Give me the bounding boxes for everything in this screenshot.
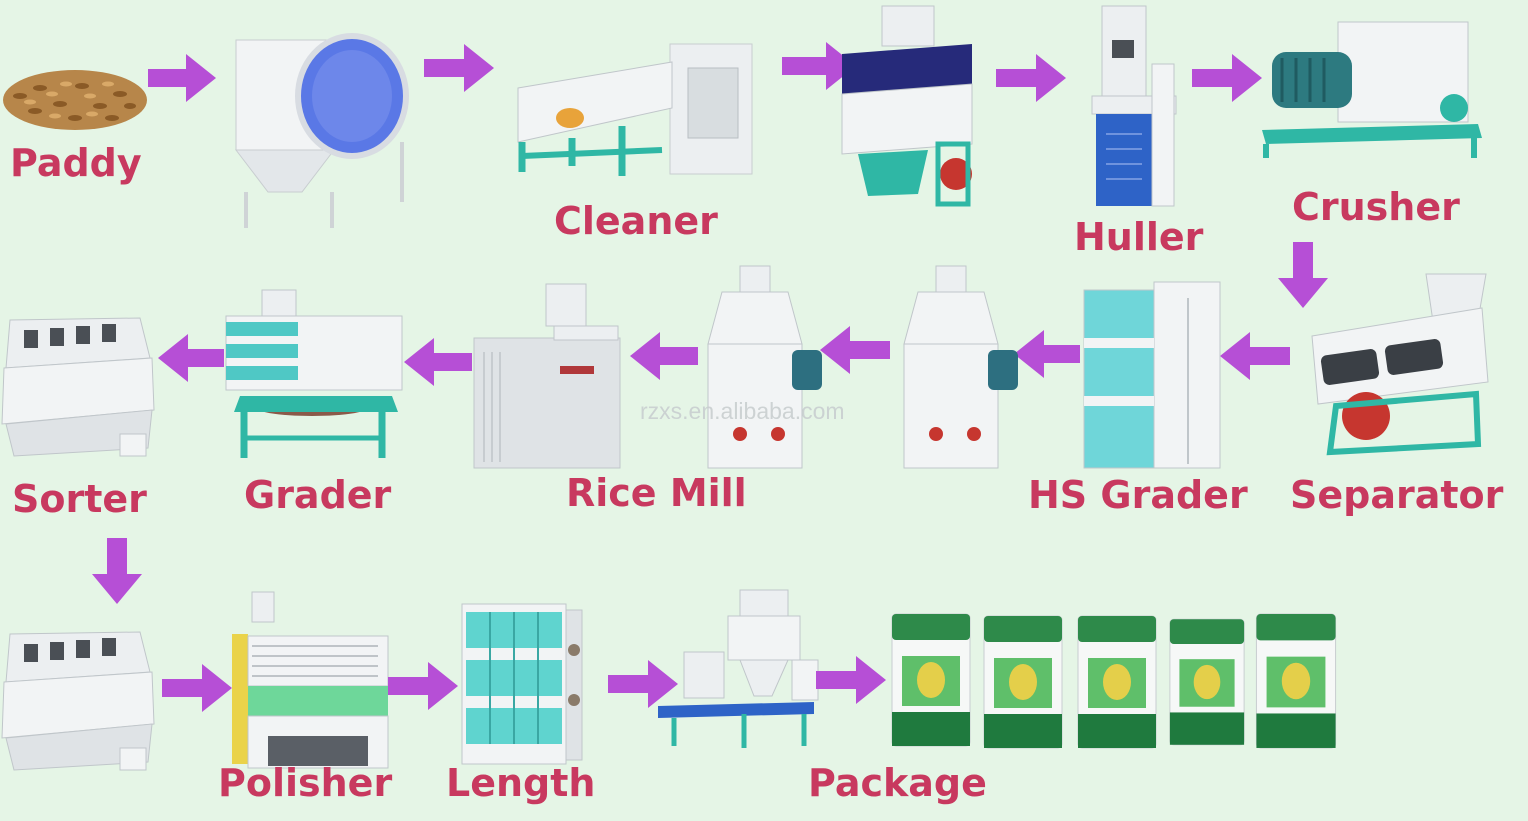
- arrow-right-icon: [782, 42, 856, 90]
- rice-whitener-machine-1: [707, 265, 822, 469]
- polisher-label: Polisher: [218, 761, 393, 805]
- destoner-machine: [841, 5, 973, 207]
- arrow-down-icon: [92, 538, 142, 604]
- huller-label: Huller: [1074, 215, 1204, 259]
- color-sorter-machine-1: [1, 317, 155, 457]
- paddy-label: Paddy: [10, 141, 142, 185]
- crusher-label: Crusher: [1292, 185, 1460, 229]
- rice-bag-image: [891, 613, 971, 747]
- arrow-left-icon: [820, 326, 890, 374]
- rice-bag-image: [983, 615, 1063, 749]
- package-label: Package: [808, 761, 987, 805]
- polisher-machine: [232, 591, 389, 769]
- length-label: Length: [446, 761, 596, 805]
- grader-machine: [225, 289, 403, 458]
- arrow-right-icon: [996, 54, 1066, 102]
- watermark-text: rzxs.en.alibaba.com: [640, 398, 845, 424]
- arrow-right-icon: [424, 44, 494, 92]
- hs-grader-label: HS Grader: [1028, 473, 1248, 517]
- arrow-right-icon: [816, 656, 886, 704]
- arrow-right-icon: [388, 662, 458, 710]
- cleaner-label: Cleaner: [554, 199, 718, 243]
- crusher-machine: [1262, 21, 1482, 158]
- arrow-left-icon: [1014, 330, 1080, 378]
- hs-grader-machine: [1083, 281, 1221, 469]
- arrow-right-icon: [162, 664, 232, 712]
- huller-machine: [1091, 5, 1177, 207]
- arrow-left-icon: [1220, 332, 1290, 380]
- rice-bag-image: [1077, 615, 1157, 749]
- separator-label: Separator: [1290, 473, 1504, 517]
- cleaner-machine: [517, 43, 753, 176]
- arrow-right-icon: [148, 54, 216, 102]
- arrow-down-icon: [1278, 242, 1328, 308]
- packing-machine: [658, 589, 819, 748]
- arrow-left-icon: [158, 334, 224, 382]
- rice-mill-label: Rice Mill: [566, 471, 747, 515]
- arrow-right-icon: [1192, 54, 1262, 102]
- arrow-left-icon: [630, 332, 698, 380]
- rice-bag-image: [1169, 618, 1245, 746]
- arrow-left-icon: [404, 338, 472, 386]
- arrow-right-icon: [608, 660, 678, 708]
- color-sorter-machine-2: [1, 631, 155, 771]
- rice-whitener-machine-2: [903, 265, 1018, 469]
- paddy-grain-image: [3, 70, 147, 130]
- grader-label: Grader: [244, 473, 392, 517]
- rice-bag-image: [1255, 613, 1337, 749]
- drum-cleaner-machine: [234, 33, 409, 228]
- sorter-label: Sorter: [12, 477, 147, 521]
- rice-mill-machine: [473, 283, 621, 469]
- separator-machine: [1311, 273, 1489, 456]
- length-grader-machine: [461, 603, 583, 765]
